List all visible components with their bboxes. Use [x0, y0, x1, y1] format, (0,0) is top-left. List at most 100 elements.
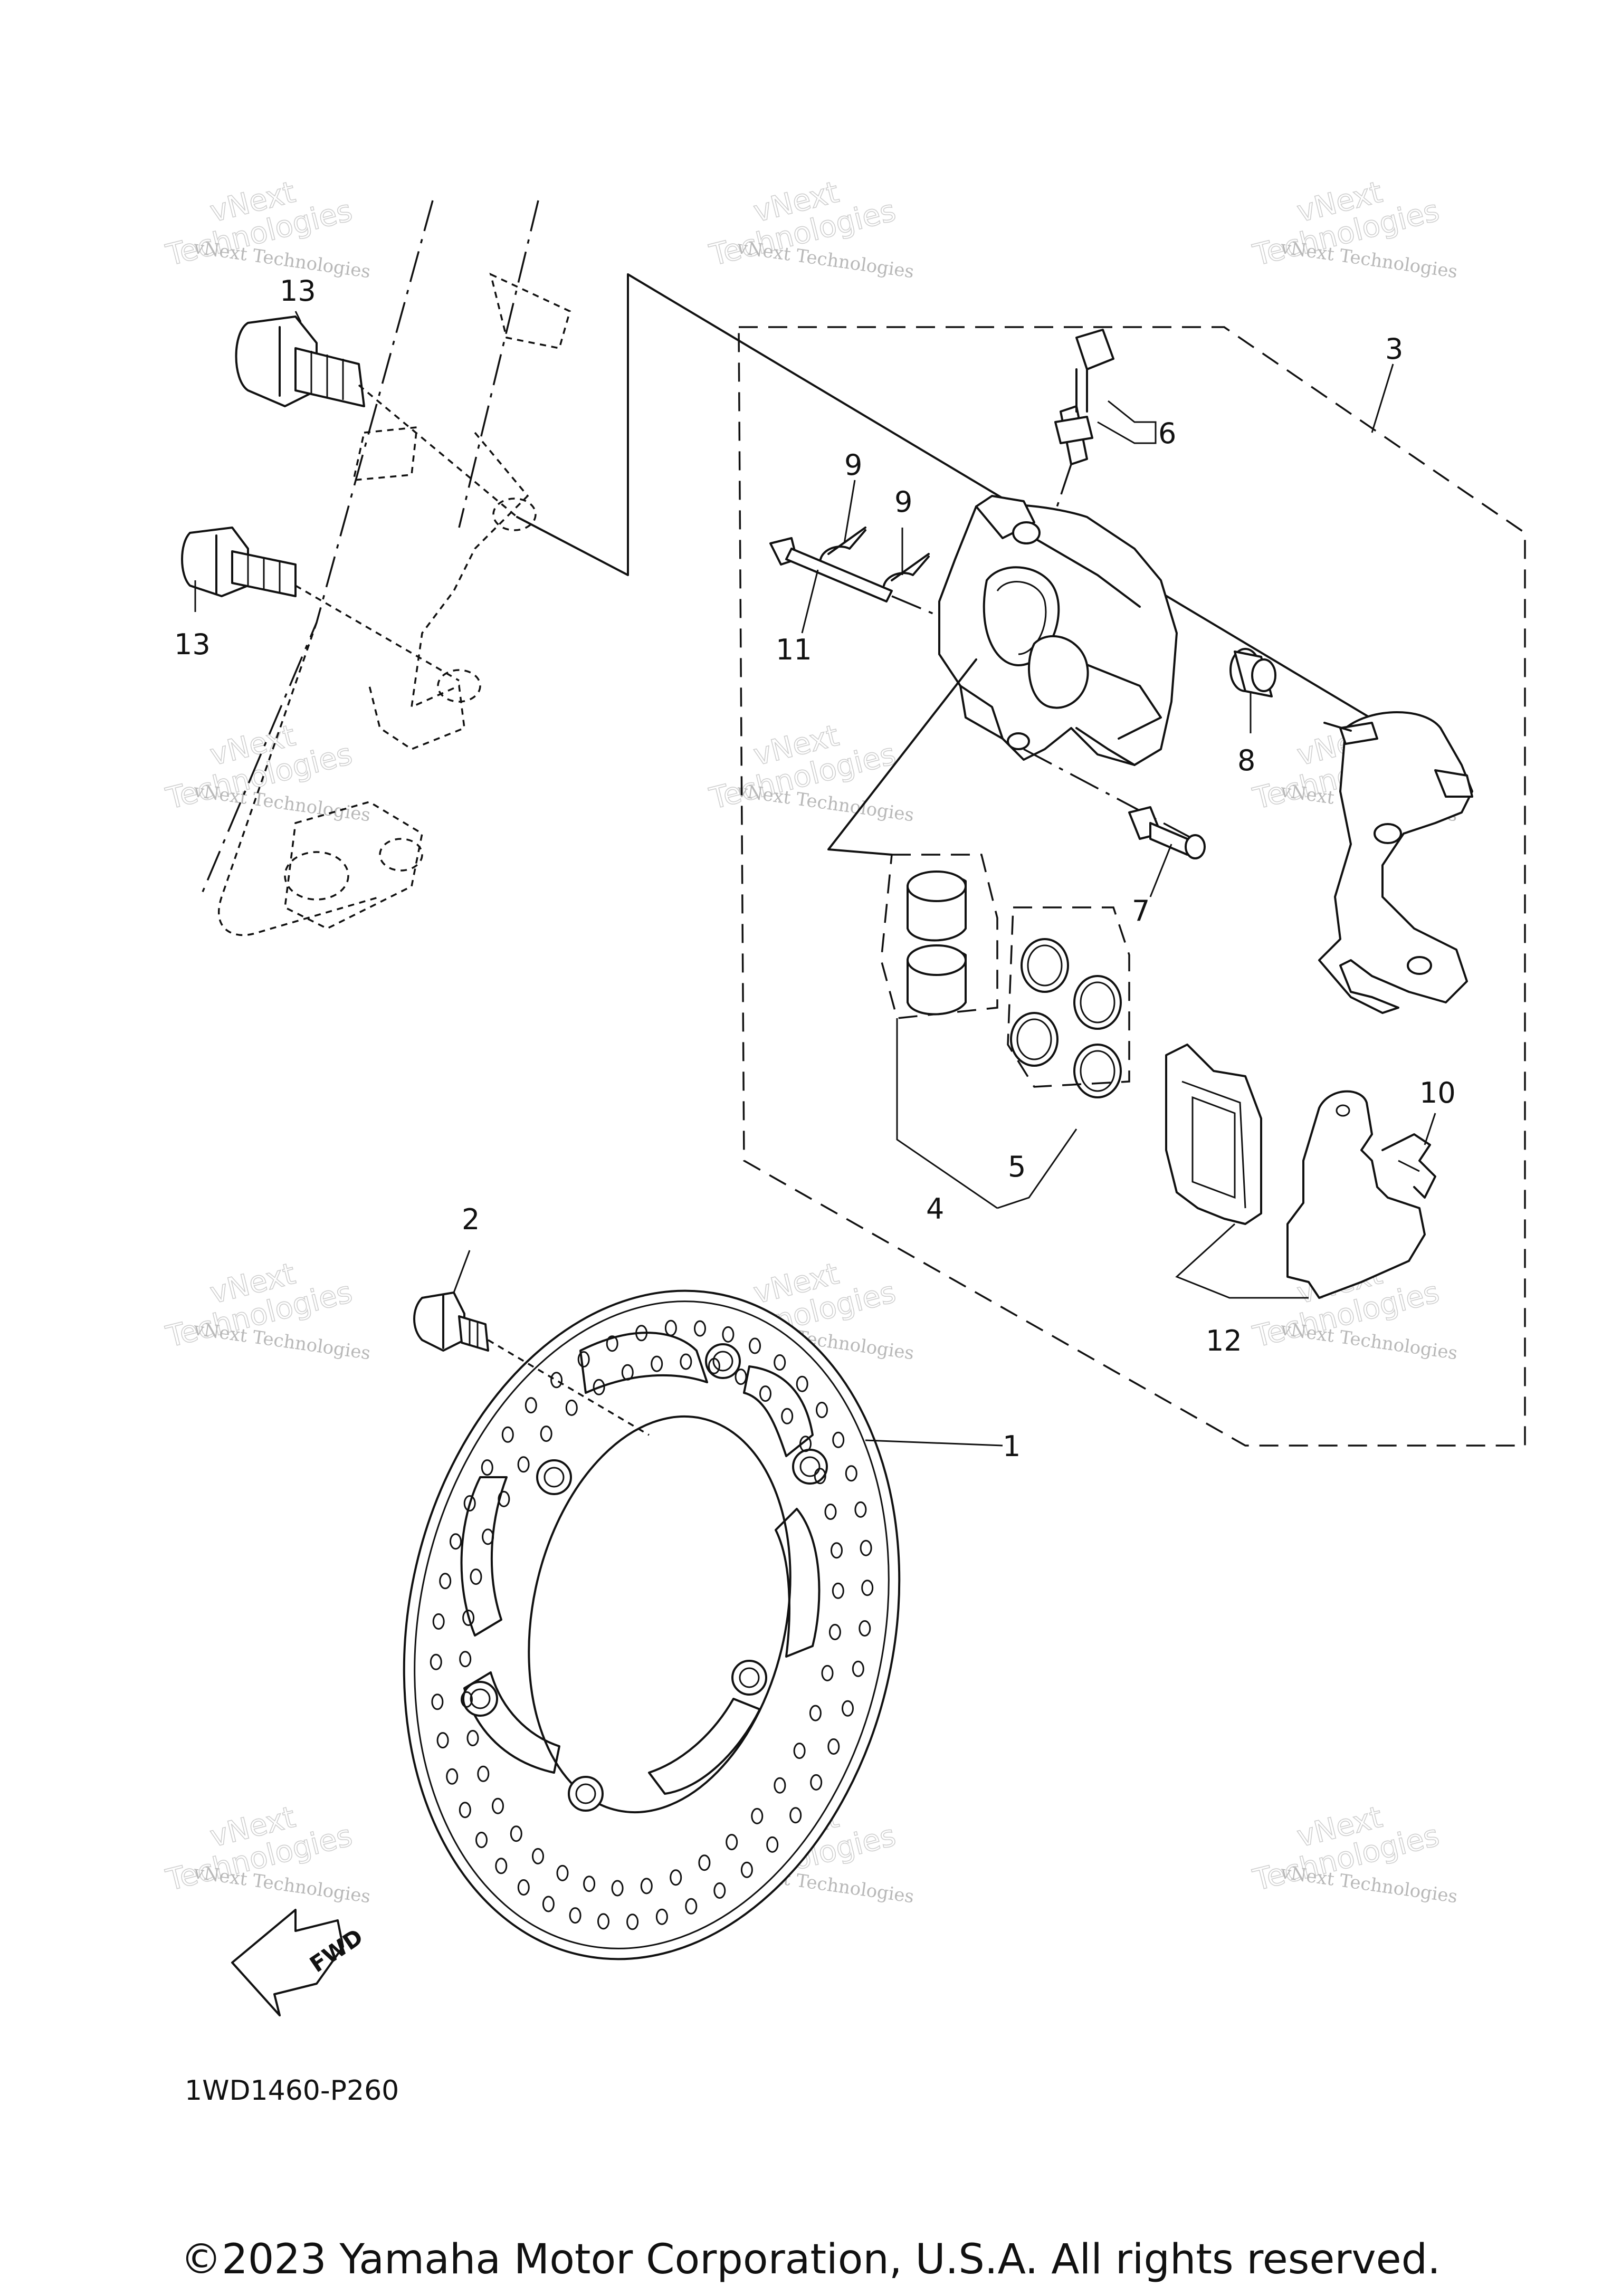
pad-clip-10: [1381, 1133, 1436, 1199]
watermark: Technologies vNext vNext Technologies: [705, 175, 915, 283]
disc-hole: [749, 1337, 761, 1354]
disc-hole: [430, 1653, 442, 1670]
caliper-bracket: [1318, 711, 1473, 1014]
disc-hole: [565, 1399, 578, 1416]
disc-hole: [832, 1582, 844, 1599]
callout-9-right: 9: [894, 485, 912, 519]
disc-hole: [482, 1528, 494, 1545]
disc-hole: [569, 1907, 581, 1924]
disc-hole: [713, 1882, 726, 1899]
disc-hole: [842, 1700, 854, 1717]
front-fork-outline: [199, 200, 571, 936]
disc-hole: [740, 1861, 753, 1878]
disc-rivets: [462, 1343, 828, 1812]
disc-hole: [462, 1610, 475, 1626]
disc-hole: [680, 1353, 692, 1370]
brake-pad-inner: [1165, 1044, 1262, 1225]
callout-13-lower: 13: [174, 628, 211, 661]
disc-hole: [751, 1807, 764, 1824]
disc-hole: [498, 1490, 510, 1507]
disc-hole: [814, 1468, 826, 1485]
cotter-pin-9-right: [883, 553, 930, 587]
cotter-pin-9-left: [819, 527, 866, 560]
disc-hole: [810, 1774, 823, 1791]
disc-hole: [774, 1777, 786, 1794]
disc-hole: [621, 1364, 634, 1381]
disc-hole: [845, 1465, 857, 1482]
disc-hole: [655, 1908, 668, 1925]
disc-hole: [781, 1408, 794, 1424]
bolt-13-upper: [235, 315, 365, 407]
disc-hole: [525, 1397, 537, 1414]
disc-hole: [626, 1914, 639, 1930]
callout-11: 11: [776, 633, 812, 666]
disc-hole: [481, 1459, 493, 1476]
disc-hole: [611, 1880, 624, 1897]
disc-hole: [583, 1876, 596, 1892]
disc-hole: [597, 1913, 609, 1930]
disc-hole: [461, 1691, 473, 1708]
pad-pin-11: [769, 537, 893, 602]
disc-hole: [698, 1854, 711, 1871]
disc-hole: [735, 1369, 747, 1385]
disc-hole: [501, 1426, 514, 1443]
drawing-code: 1WD1460-P260: [185, 2075, 399, 2107]
disc-hole: [577, 1351, 590, 1367]
disc-hole: [816, 1402, 828, 1418]
callout-13-upper: 13: [280, 274, 316, 308]
disc-hole: [824, 1504, 837, 1520]
disc-hole: [517, 1879, 530, 1896]
disc-hole: [495, 1858, 508, 1874]
disc-hole: [475, 1832, 488, 1848]
disc-hole: [432, 1613, 445, 1630]
disc-bolt-leader: [488, 1339, 650, 1436]
disc-hole: [593, 1379, 605, 1395]
disc-hole: [799, 1436, 812, 1452]
boot-8: [1229, 648, 1276, 697]
disc-hole: [510, 1825, 522, 1842]
disc-hole: [859, 1620, 871, 1637]
watermark: Technologies vNext vNext Technologies: [705, 718, 915, 826]
disc-hole: [492, 1797, 504, 1814]
caliper-body: [938, 495, 1178, 766]
disc-hole: [774, 1354, 786, 1371]
callout-labels: 1 2 3 4 5 6 7 8 9 9 10 11 12 13 13: [174, 274, 1456, 1463]
fwd-arrow: FWD: [231, 1909, 368, 2016]
disc-hole: [793, 1743, 806, 1759]
disc-hole: [828, 1624, 841, 1640]
callout-3: 3: [1385, 332, 1403, 366]
disc-hole: [450, 1533, 462, 1550]
caliper-slide-axis: [1023, 748, 1204, 845]
callout-12: 12: [1206, 1324, 1242, 1357]
disc-hole: [651, 1355, 663, 1372]
disc-hole: [470, 1568, 482, 1585]
disc-hole: [766, 1836, 779, 1853]
watermark: Technologies vNext vNext Technologies: [1249, 175, 1458, 283]
disc-bolt-2: [413, 1292, 489, 1352]
disc-hole: [431, 1694, 444, 1710]
disc-hole: [439, 1573, 452, 1590]
disc-hole: [832, 1431, 845, 1448]
disc-hole: [517, 1456, 530, 1473]
disc-hole: [540, 1426, 552, 1442]
disc-hole: [759, 1385, 771, 1402]
watermark: Technologies vNext vNext Technologies: [162, 175, 371, 283]
disc-hole: [459, 1802, 471, 1819]
callout-5: 5: [1008, 1150, 1026, 1183]
brake-disc: [403, 1289, 901, 1960]
disc-hole: [532, 1848, 544, 1864]
disc-hole: [860, 1539, 872, 1556]
disc-hole: [466, 1730, 479, 1746]
disc-hole: [459, 1651, 472, 1668]
watermark: Technologies vNext vNext Technologies: [1249, 1800, 1458, 1908]
disc-hole: [831, 1542, 843, 1559]
watermark: Technologies vNext vNext Technologies: [162, 1256, 371, 1364]
disc-hole: [809, 1705, 822, 1721]
disc-hole: [542, 1896, 555, 1912]
disc-hole: [821, 1664, 834, 1681]
bolt-13-leader-upper: [358, 384, 518, 518]
caliper-assembly-boundary: [738, 326, 1526, 1447]
disc-hole: [670, 1869, 682, 1886]
disc-hole: [827, 1738, 840, 1755]
